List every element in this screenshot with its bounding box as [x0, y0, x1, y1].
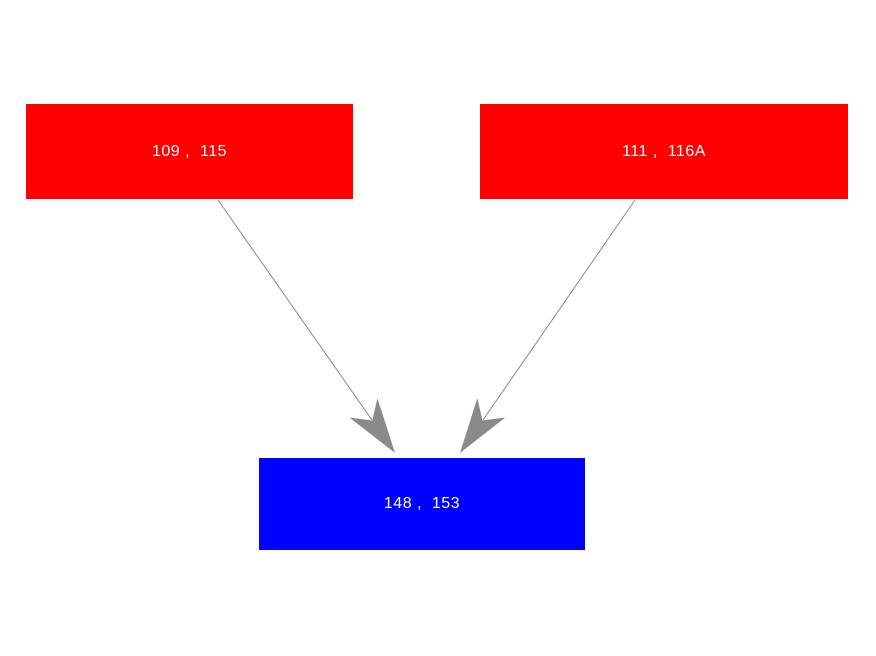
edge-line-left — [217, 199, 373, 421]
node-label: 148 , 153 — [383, 495, 461, 512]
node-label: 109 , 115 — [152, 142, 227, 160]
diagram-node-111-116A: 111 , 116A — [480, 104, 848, 199]
diagram-node-148-153: 148 , 153 — [259, 458, 585, 550]
edge-line-right — [482, 199, 636, 421]
diagram-node-109-115: 109 , 115 — [26, 104, 353, 199]
node-label: 111 , 116A — [622, 142, 706, 160]
edge-arrowhead-left — [349, 398, 395, 453]
edge-arrowhead-right — [460, 398, 506, 453]
